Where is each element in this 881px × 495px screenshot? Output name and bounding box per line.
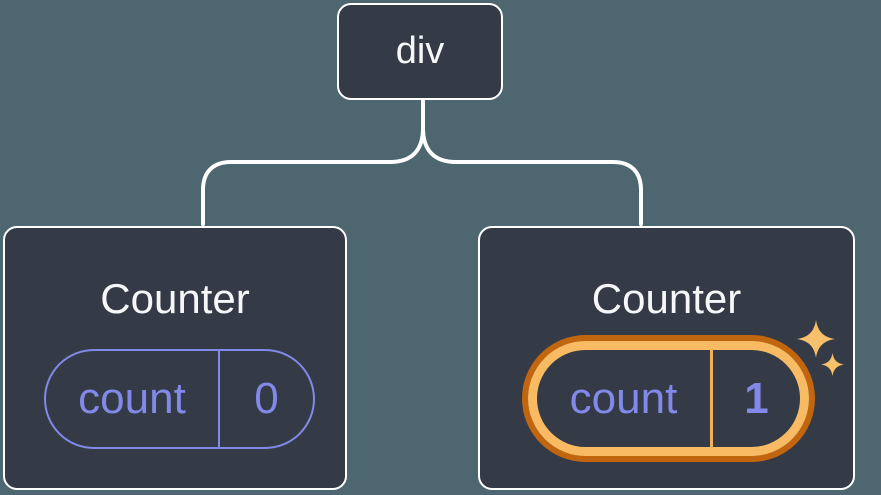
state-value: 0 [254,374,279,423]
root-node-label: div [395,30,445,72]
state-pill: count 0 [44,349,315,449]
sparkles-icon [797,320,844,376]
component-title: Counter [591,275,742,322]
state-value: 1 [744,373,769,423]
root-node-div: div [337,3,503,100]
counter-card-right: Counter count 1 [478,226,855,490]
state-pill-highlighted: count 1 [528,341,809,456]
connector-left-branch [201,99,425,226]
component-title: Counter [100,275,250,322]
counter-card-left: Counter count 0 [3,226,347,490]
state-key-label: count [537,350,713,447]
state-key-label: count [46,351,220,447]
connector-right-branch [421,99,643,226]
